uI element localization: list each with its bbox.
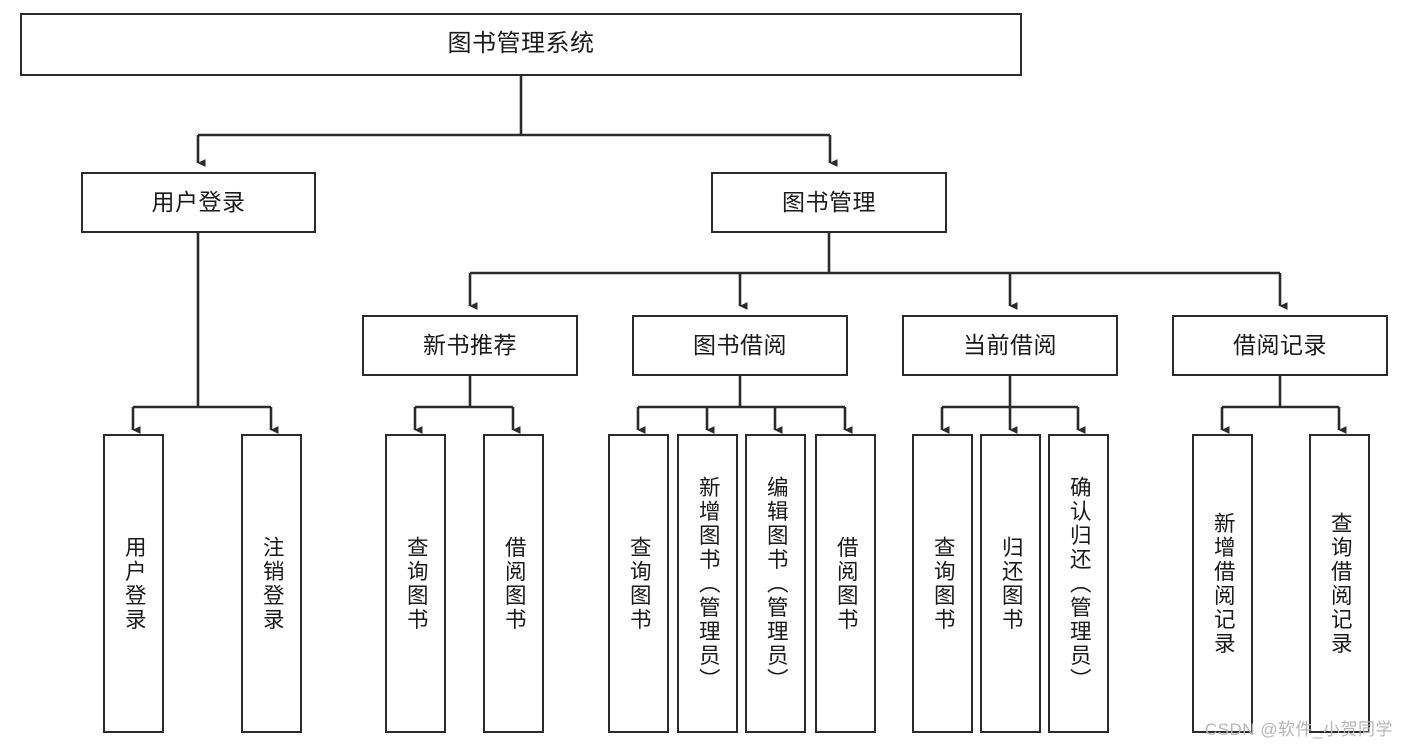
leaf-new-book-borrow-book[interactable]: 借阅图书 (483, 434, 544, 733)
node-label: 借阅图书 (834, 535, 859, 632)
node-label: 用户登录 (151, 188, 246, 215)
node-label: 借阅图书 (502, 535, 527, 632)
leaf-book-borrow-query-book[interactable]: 查询图书 (608, 434, 669, 733)
leaf-current-borrow-confirm-return-admin[interactable]: 确认归还（管理员） (1048, 434, 1109, 733)
leaf-new-book-query-book[interactable]: 查询图书 (385, 434, 446, 733)
node-current-borrow[interactable]: 当前借阅 (902, 315, 1118, 376)
node-label: 用户登录 (122, 535, 147, 632)
node-label: 新增借阅记录 (1211, 511, 1236, 656)
node-label: 归还图书 (999, 535, 1024, 632)
node-root-book-management-system[interactable]: 图书管理系统 (20, 13, 1022, 76)
node-label: 图书管理 (782, 188, 876, 215)
node-new-book-recommendation[interactable]: 新书推荐 (362, 315, 578, 376)
node-label: 查询图书 (404, 535, 429, 632)
leaf-user-login-login[interactable]: 用户登录 (103, 434, 164, 733)
node-label: 当前借阅 (963, 331, 1057, 358)
csdn-watermark: CSDN @软件_小贺同学 (1204, 720, 1393, 739)
leaf-book-borrow-borrow-book[interactable]: 借阅图书 (815, 434, 876, 733)
node-label: 查询借阅记录 (1328, 511, 1353, 656)
node-book-management[interactable]: 图书管理 (711, 172, 947, 233)
node-label: 确认归还（管理员） (1067, 475, 1092, 692)
leaf-current-borrow-query-book[interactable]: 查询图书 (912, 434, 973, 733)
node-label: 查询图书 (931, 535, 956, 632)
node-borrow-record[interactable]: 借阅记录 (1172, 315, 1388, 376)
leaf-borrow-record-add-record[interactable]: 新增借阅记录 (1192, 434, 1253, 733)
node-label: 注销登录 (260, 535, 285, 632)
node-book-borrow[interactable]: 图书借阅 (632, 315, 848, 376)
leaf-user-login-logout[interactable]: 注销登录 (241, 434, 302, 733)
leaf-book-borrow-add-book-admin[interactable]: 新增图书（管理员） (677, 434, 738, 733)
node-label: 图书管理系统 (447, 30, 595, 58)
node-label: 编辑图书（管理员） (764, 475, 789, 692)
node-label: 查询图书 (627, 535, 652, 632)
leaf-current-borrow-return-book[interactable]: 归还图书 (980, 434, 1041, 733)
node-user-login[interactable]: 用户登录 (81, 172, 316, 233)
leaf-book-borrow-edit-book-admin[interactable]: 编辑图书（管理员） (745, 434, 806, 733)
node-label: 新增图书（管理员） (696, 475, 721, 692)
node-label: 借阅记录 (1233, 331, 1327, 358)
node-label: 图书借阅 (693, 331, 787, 358)
leaf-borrow-record-query-record[interactable]: 查询借阅记录 (1309, 434, 1370, 733)
node-label: 新书推荐 (423, 331, 517, 358)
